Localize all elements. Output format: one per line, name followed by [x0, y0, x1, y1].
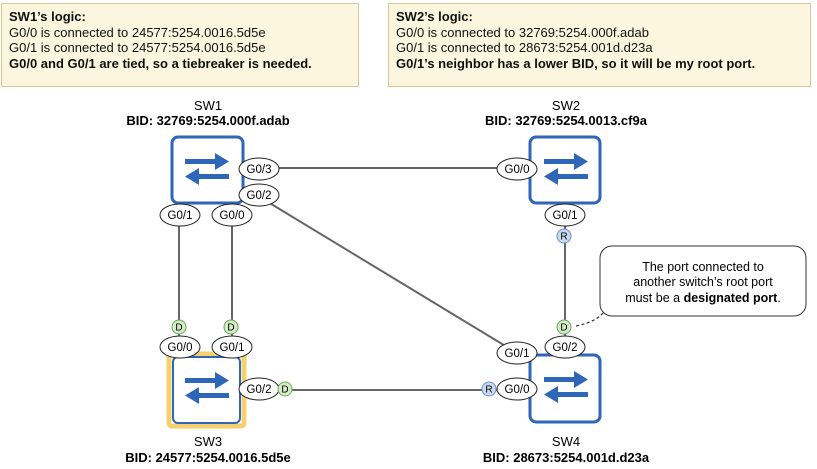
sw1-logic-conclusion: G0/0 and G0/1 are tied, so a tiebreaker … [9, 55, 312, 71]
port-sw4-g00: G0/0 [496, 377, 538, 401]
sw4-name: SW4 [552, 434, 580, 449]
svg-text:G0/1: G0/1 [220, 342, 245, 354]
sw3-bid: BID: 24577:5254.0016.5d5e [125, 450, 291, 465]
svg-text:G0/0: G0/0 [505, 164, 530, 176]
svg-text:D: D [175, 323, 182, 334]
svg-text:G0/2: G0/2 [247, 190, 272, 202]
callout-line-3: must be a designated port. [625, 291, 781, 305]
port-sw3-g02: G0/2 [238, 377, 280, 401]
sw4-bid: BID: 28673:5254.001d.d23a [483, 450, 650, 465]
svg-text:G0/1: G0/1 [168, 210, 193, 222]
port-sw4-g02: G0/2 [544, 335, 586, 359]
port-sw3-g00: G0/0 [159, 335, 201, 359]
role-designated-sw4-g02: D [556, 319, 572, 335]
svg-text:G0/1: G0/1 [553, 210, 578, 222]
designated-port-callout: The port connected to another switch’s r… [575, 245, 807, 327]
svg-text:G0/0: G0/0 [220, 210, 245, 222]
sw1-logic-note: SW1’s logic: G0/0 is connected to 24577:… [1, 3, 359, 87]
svg-text:R: R [560, 232, 567, 243]
role-designated-sw3-g01: D [223, 319, 239, 335]
sw2-logic-conclusion: G0/1’s neighbor has a lower BID, so it w… [396, 55, 756, 71]
svg-text:D: D [227, 323, 234, 334]
callout-line-1: The port connected to [642, 260, 764, 274]
role-designated-sw3-g02: D [277, 381, 293, 397]
callout-box [599, 245, 807, 317]
svg-text:R: R [485, 385, 492, 396]
sw3-name: SW3 [194, 434, 222, 449]
sw2-logic-line-1: G0/0 is connected to 32769:5254.000f.ada… [396, 24, 649, 40]
port-sw1-g00: G0/0 [211, 203, 253, 227]
sw2-logic-title: SW2’s logic: [396, 9, 473, 24]
switch-sw4: SW4 BID: 28673:5254.001d.d23a [483, 353, 650, 465]
svg-text:G0/0: G0/0 [505, 384, 530, 396]
svg-text:D: D [281, 385, 288, 396]
svg-text:G0/1: G0/1 [505, 348, 530, 360]
link-sw1-g02-sw4-g01 [257, 195, 518, 354]
sw2-logic-note: SW2’s logic: G0/0 is connected to 32769:… [388, 3, 811, 87]
port-sw4-g01: G0/1 [496, 341, 538, 365]
port-sw1-g02: G0/2 [238, 183, 280, 207]
port-sw3-g01: G0/1 [211, 335, 253, 359]
sw2-logic-line-2: G0/1 is connected to 28673:5254.001d.d23… [396, 40, 653, 55]
sw1-logic-title: SW1’s logic: [9, 9, 86, 24]
svg-text:G0/2: G0/2 [553, 342, 578, 354]
svg-text:G0/3: G0/3 [247, 164, 272, 176]
svg-text:G0/2: G0/2 [247, 384, 272, 396]
sw1-logic-line-1: G0/0 is connected to 24577:5254.0016.5d5… [9, 24, 266, 40]
sw2-bid: BID: 32769:5254.0013.cf9a [485, 113, 648, 128]
callout-pointer [575, 311, 605, 327]
port-sw1-g03: G0/3 [238, 157, 280, 181]
sw1-bid: BID: 32769:5254.000f.adab [126, 113, 289, 128]
role-root-sw2-g01: R [556, 228, 572, 244]
port-labels: G0/3 G0/2 G0/1 G0/0 G0/0 G0/1 G0/0 G0 [159, 157, 586, 401]
port-sw2-g01: G0/1 [544, 203, 586, 227]
sw1-name: SW1 [194, 98, 222, 113]
role-root-sw4-g00: R [481, 381, 497, 397]
port-roles: D D D D R R [171, 228, 572, 397]
role-designated-sw3-g00: D [171, 319, 187, 335]
port-sw2-g00: G0/0 [496, 157, 538, 181]
sw2-name: SW2 [552, 98, 580, 113]
callout-line-2: another switch’s root port [633, 275, 773, 289]
svg-text:G0/0: G0/0 [168, 342, 193, 354]
switch-sw3: SW3 BID: 24577:5254.0016.5d5e [125, 351, 291, 465]
switch-sw2: SW2 BID: 32769:5254.0013.cf9a [485, 98, 648, 205]
sw1-logic-line-2: G0/1 is connected to 24577:5254.0016.5d5… [9, 40, 266, 55]
svg-text:D: D [560, 323, 567, 334]
port-sw1-g01: G0/1 [159, 203, 201, 227]
